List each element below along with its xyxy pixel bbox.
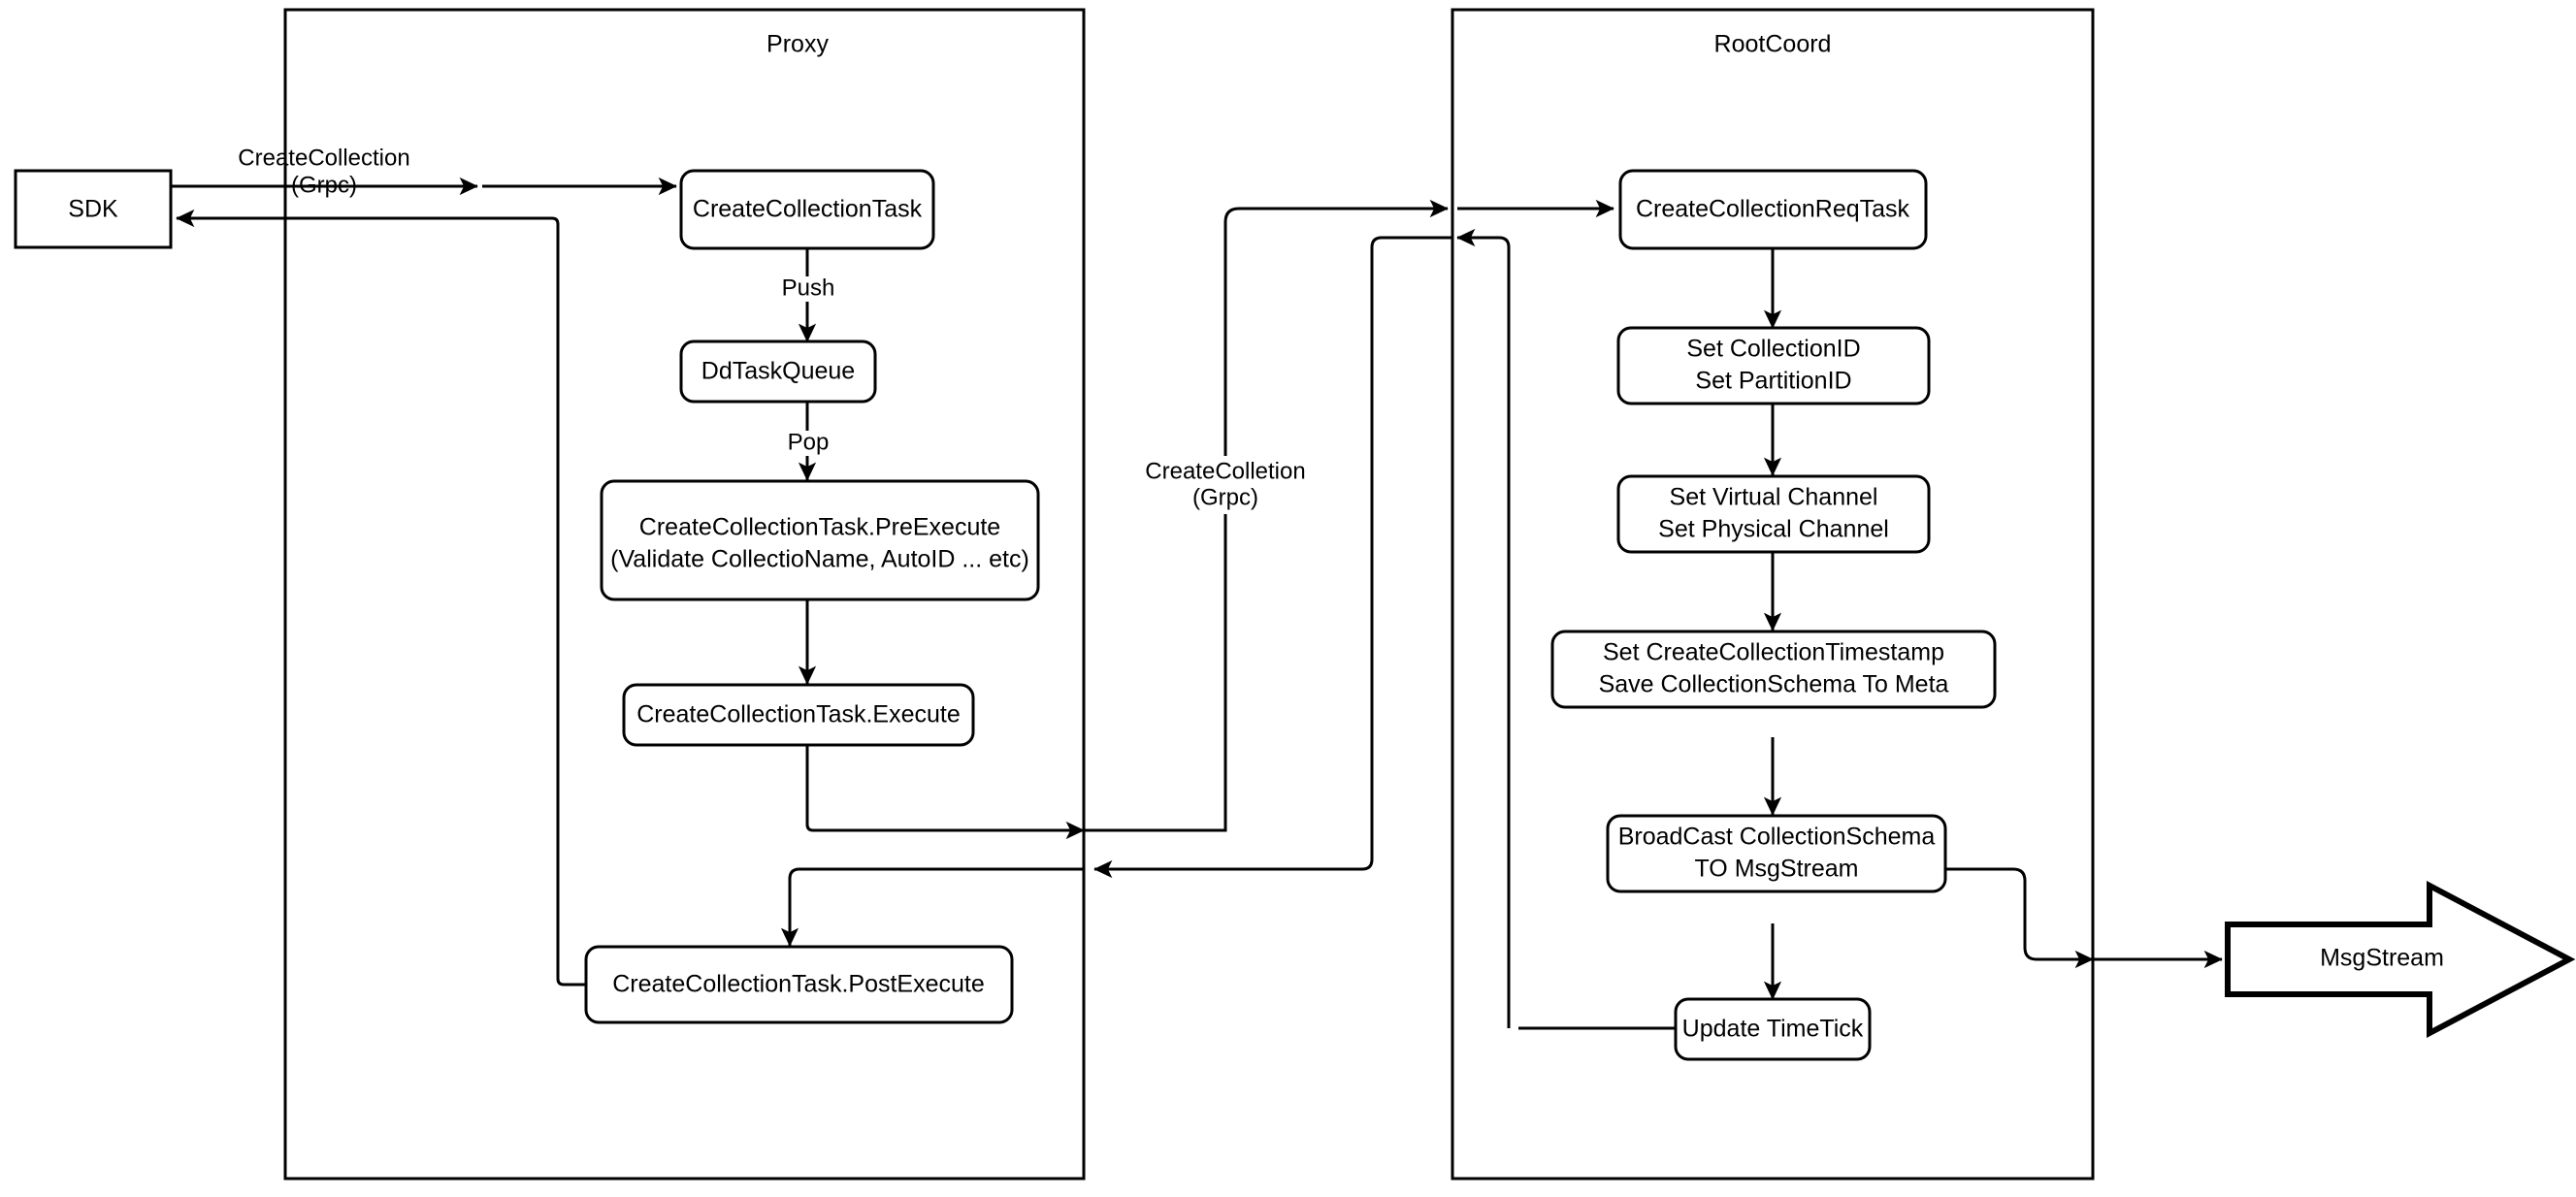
edge-return-to-post-execute — [780, 867, 1084, 947]
node-execute[interactable]: CreateCollectionTask.Execute — [622, 683, 975, 747]
broadcast-rect[interactable] — [1606, 814, 1947, 893]
edge-label-pop-text: Pop — [788, 429, 830, 455]
edge-label-push-text: Push — [782, 275, 835, 301]
node-set-ids[interactable]: Set CollectionID Set PartitionID — [1616, 326, 1931, 405]
edge-broadcast-to-rootcoord-right — [1945, 867, 2088, 961]
node-update-timetick[interactable]: Update TimeTick — [1674, 997, 1872, 1061]
edge-rootcoord-internal-return — [1456, 228, 1511, 1028]
execute-label: CreateCollectionTask.Execute — [636, 701, 961, 728]
post-execute-label: CreateCollectionTask.PostExecute — [612, 971, 985, 998]
set-timestamp-label-line1: Set CreateCollectionTimestamp — [1603, 639, 1944, 666]
node-create-collection-task[interactable]: CreateCollectionTask — [679, 169, 935, 250]
rootcoord-container-title: RootCoord — [1714, 31, 1832, 58]
set-channels-label-line2: Set Physical Channel — [1658, 516, 1889, 543]
msgstream-label: MsgStream — [2320, 945, 2444, 972]
post-execute-rect[interactable] — [584, 945, 1014, 1024]
edge-label-createcolletion-grpc-line1: CreateColletion — [1145, 458, 1305, 484]
set-ids-rect[interactable] — [1616, 326, 1931, 405]
set-channels-rect[interactable] — [1616, 474, 1931, 554]
sdk-label: SDK — [68, 196, 118, 223]
node-sdk[interactable]: SDK — [14, 169, 173, 249]
create-collection-task-label: CreateCollectionTask — [693, 196, 923, 223]
pre-execute-label-line1: CreateCollectionTask.PreExecute — [639, 514, 1000, 541]
edge-label-pop: Pop — [784, 429, 832, 456]
pop-label-bg — [784, 431, 832, 456]
set-timestamp-label-line2: Save CollectionSchema To Meta — [1599, 671, 1949, 698]
node-dd-task-queue[interactable]: DdTaskQueue — [679, 340, 877, 404]
edge-label-createcolletion-grpc-line2: (Grpc) — [1192, 484, 1258, 510]
edge-label-create-collection-grpc-line2: (Grpc) — [291, 172, 357, 198]
edge-label-sdk-to-proxy: CreateCollection (Grpc) — [238, 145, 409, 198]
broadcast-label-line2: TO MsgStream — [1694, 856, 1858, 883]
sdk-rect[interactable] — [14, 169, 173, 249]
set-timestamp-rect[interactable] — [1550, 630, 1997, 709]
execute-rect[interactable] — [622, 683, 975, 747]
edge-label-create-collection-grpc-line1: CreateCollection — [238, 145, 409, 171]
push-label-bg — [781, 276, 835, 302]
update-timetick-rect[interactable] — [1674, 997, 1872, 1061]
set-ids-label-line2: Set PartitionID — [1695, 368, 1851, 395]
create-collection-req-task-rect[interactable] — [1618, 169, 1928, 250]
node-broadcast[interactable]: BroadCast CollectionSchema TO MsgStream — [1606, 814, 1947, 893]
pre-execute-label-line2: (Validate CollectioName, AutoID ... etc) — [610, 546, 1029, 573]
dd-task-queue-label: DdTaskQueue — [701, 358, 855, 385]
edge-execute-to-proxy-right — [805, 745, 1079, 832]
create-collection-req-task-label: CreateCollectionReqTask — [1636, 196, 1910, 223]
proxy-container-title: Proxy — [766, 31, 829, 58]
create-collection-task-rect[interactable] — [679, 169, 935, 250]
update-timetick-label: Update TimeTick — [1682, 1016, 1864, 1043]
node-pre-execute[interactable]: CreateCollectionTask.PreExecute (Validat… — [600, 479, 1040, 601]
set-ids-label-line1: Set CollectionID — [1686, 336, 1860, 363]
msgstream-arrow-shape[interactable] — [2225, 881, 2576, 1038]
edge-proxy-to-rootcoord — [1084, 199, 1449, 832]
proxy-rootcoord-label-bg — [1133, 456, 1318, 514]
edge-label-proxy-to-rootcoord: CreateColletion (Grpc) — [1133, 456, 1318, 514]
pre-execute-rect[interactable] — [600, 479, 1040, 601]
node-post-execute[interactable]: CreateCollectionTask.PostExecute — [584, 945, 1014, 1024]
edge-label-push: Push — [781, 275, 835, 302]
node-set-channels[interactable]: Set Virtual Channel Set Physical Channel — [1616, 474, 1931, 554]
edge-rootcoord-to-proxy-return — [1093, 236, 1452, 879]
node-set-timestamp[interactable]: Set CreateCollectionTimestamp Save Colle… — [1550, 630, 1997, 709]
node-create-collection-req-task[interactable]: CreateCollectionReqTask — [1618, 169, 1928, 250]
set-channels-label-line1: Set Virtual Channel — [1670, 484, 1878, 511]
edge-post-execute-to-sdk — [176, 209, 586, 987]
broadcast-label-line1: BroadCast CollectionSchema — [1618, 824, 1936, 851]
dd-task-queue-rect[interactable] — [679, 340, 877, 404]
node-msgstream[interactable]: MsgStream — [2225, 881, 2576, 1038]
